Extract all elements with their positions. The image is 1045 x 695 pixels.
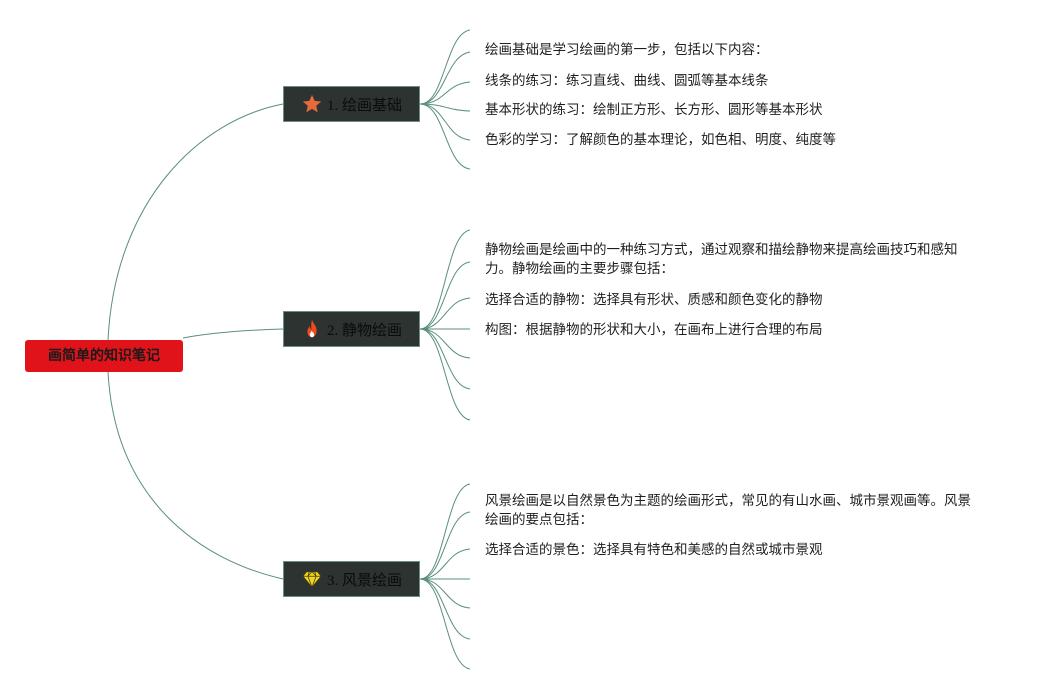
list-item[interactable]: 选择合适的景色：选择具有特色和美感的自然或城市景观 xyxy=(485,542,823,558)
list-item[interactable]: 基本形状的练习：绘制正方形、长方形、圆形等基本形状 xyxy=(485,102,823,118)
list-item[interactable]: 线条的练习：练习直线、曲线、圆弧等基本线条 xyxy=(485,73,769,89)
branch-node-basics[interactable]: 1. 绘画基础 xyxy=(283,86,420,122)
list-item[interactable]: 静物绘画是绘画中的一种练习方式，通过观察和描绘静物来提高绘画技巧和感知力。静物绘… xyxy=(485,242,958,277)
root-node[interactable]: 画简单的知识笔记 xyxy=(25,340,183,372)
branch-node-still-life[interactable]: 2. 静物绘画 xyxy=(283,311,420,347)
list-item[interactable]: 选择合适的静物：选择具有形状、质感和颜色变化的静物 xyxy=(485,292,823,308)
branch-node-landscape[interactable]: 3. 风景绘画 xyxy=(283,561,420,597)
list-item[interactable]: 风景绘画是以自然景色为主题的绘画形式，常见的有山水画、城市景观画等。风景绘画的要… xyxy=(485,493,971,528)
branch-label: 1. 绘画基础 xyxy=(326,97,402,114)
list-item[interactable]: 绘画基础是学习绘画的第一步，包括以下内容： xyxy=(485,42,769,58)
branch-label: 3. 风景绘画 xyxy=(326,572,402,589)
diamond-icon xyxy=(301,568,323,590)
star-icon xyxy=(301,93,323,115)
list-item[interactable]: 构图：根据静物的形状和大小，在画布上进行合理的布局 xyxy=(485,322,823,338)
branch-label: 2. 静物绘画 xyxy=(326,322,402,339)
fire-icon xyxy=(301,318,323,340)
root-label: 画简单的知识笔记 xyxy=(48,348,160,364)
list-item[interactable]: 色彩的学习：了解颜色的基本理论，如色相、明度、纯度等 xyxy=(485,132,836,148)
